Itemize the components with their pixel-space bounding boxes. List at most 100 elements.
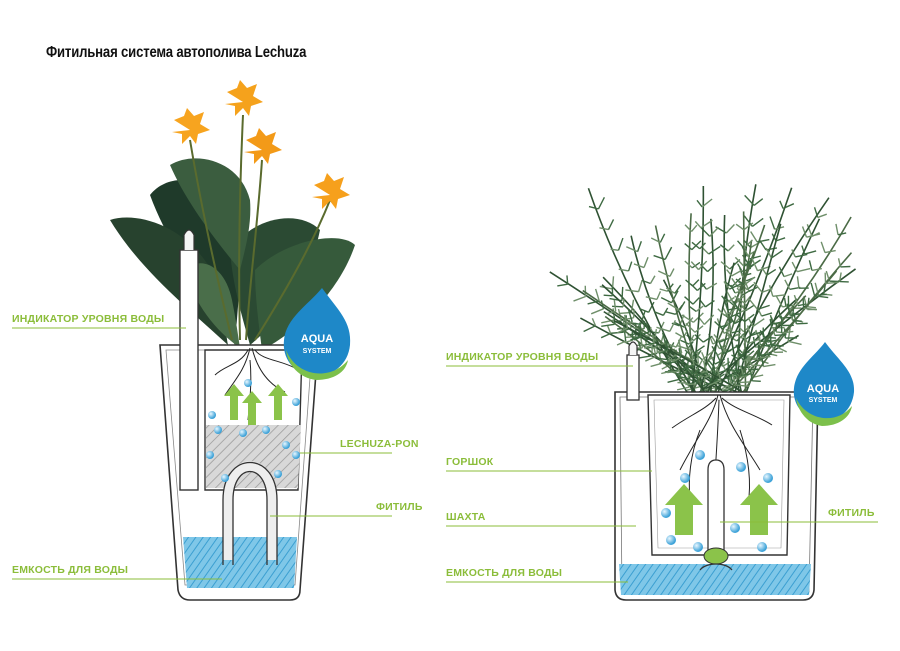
rosemary-needle (677, 381, 688, 384)
rosemary-needle (791, 249, 796, 258)
rosemary-needle (770, 344, 784, 347)
rosemary-needle (766, 343, 776, 347)
rosemary-needle (674, 284, 682, 294)
rosemary-needle (757, 308, 763, 317)
rosemary-needle (637, 325, 640, 334)
rosemary-needle (737, 381, 751, 384)
rosemary-needle (738, 351, 750, 357)
rosemary-needle (716, 368, 722, 381)
rosemary-needle (728, 369, 742, 372)
rosemary-needle (656, 291, 662, 300)
rosemary-needle (610, 248, 619, 251)
right-up-arrows (665, 484, 778, 535)
rosemary-needle (771, 233, 777, 242)
rosemary-needle (597, 197, 606, 210)
rosemary-needle (757, 344, 760, 356)
rosemary-needle (739, 365, 745, 376)
rosemary-needle (760, 266, 768, 276)
rosemary-needle (753, 198, 764, 206)
rosemary-needle (766, 268, 777, 276)
left-wick (222, 462, 278, 565)
rosemary-needle (625, 335, 636, 338)
rosemary-needle (694, 220, 702, 229)
rosemary-needle (837, 232, 847, 236)
rosemary-needle (801, 226, 808, 238)
rosemary-needle (588, 205, 599, 210)
rosemary-needle (817, 213, 828, 219)
rosemary-needle (665, 340, 669, 351)
rosemary-needle (672, 357, 682, 363)
rosemary-needle (594, 288, 600, 302)
rosemary-needle (772, 327, 776, 336)
rosemary-needle (705, 299, 715, 308)
rosemary-needle (793, 294, 799, 306)
rosemary-needle (759, 353, 772, 356)
rosemary-needle (725, 328, 732, 339)
rosemary-needle (659, 233, 666, 243)
rosemary-needle (736, 240, 745, 249)
rosemary-needle (694, 372, 708, 377)
rosemary-needle (746, 325, 752, 336)
rosemary-sprig (715, 197, 830, 396)
label-right-wick: ФИТИЛЬ (828, 507, 875, 519)
label-right-water-tank: ЕМКОСТЬ ДЛЯ ВОДЫ (446, 567, 563, 579)
rosemary-needle (790, 313, 800, 317)
rosemary-needle (765, 247, 773, 259)
rosemary-needle (617, 237, 624, 251)
rosemary-needle (740, 308, 749, 313)
rosemary-needle (751, 257, 759, 271)
rosemary-needle (835, 223, 839, 235)
rosemary-needle (622, 321, 633, 326)
rosemary-needle (806, 233, 821, 238)
left-water-indicator (179, 249, 199, 491)
rosemary-needle (651, 334, 655, 344)
rosemary-needle (732, 369, 740, 379)
label-left-water-tank: ЕМКОСТЬ ДЛЯ ВОДЫ (12, 564, 129, 576)
rosemary-needle (824, 249, 836, 254)
rosemary-needle (761, 287, 773, 293)
rosemary-needle (734, 256, 745, 267)
rosemary-needle (713, 365, 716, 375)
rosemary-needle (791, 261, 798, 272)
rosemary-needle (690, 283, 698, 292)
rosemary-needle (669, 319, 677, 332)
rosemary-needle (811, 267, 822, 272)
rosemary-needle (681, 364, 695, 371)
rosemary-needle (808, 260, 813, 271)
lechuza-pon-layer (206, 425, 301, 488)
label-left-water-indicator: ИНДИКАТОР УРОВНЯ ВОДЫ (12, 313, 165, 325)
rosemary-needle (675, 372, 687, 376)
rosemary-needle (729, 316, 735, 325)
rosemary-needle (752, 318, 765, 328)
rosemary-needle (674, 321, 685, 328)
rosemary-needle (656, 326, 671, 332)
rosemary-needle (644, 342, 655, 346)
label-right-shaft: ШАХТА (446, 511, 486, 523)
rosemary-needle (698, 317, 705, 325)
rosemary-needle (665, 287, 676, 294)
rosemary-needle (820, 241, 826, 253)
label-right-water-indicator: ИНДИКАТОР УРОВНЯ ВОДЫ (446, 351, 599, 363)
left-water-reservoir (183, 537, 297, 588)
rosemary-needle (747, 338, 760, 345)
right-roots (671, 394, 773, 506)
rosemary-needle (658, 349, 668, 355)
rosemary-needle (719, 337, 729, 343)
rosemary-needle (745, 357, 749, 366)
rosemary-foliage (549, 184, 857, 396)
rosemary-needle (702, 247, 710, 255)
rosemary-needle (713, 334, 721, 343)
aqua-system-badge-left: AQUA SYSTEM (283, 288, 351, 380)
rosemary-needle (703, 314, 715, 325)
rosemary-needle (714, 369, 726, 375)
rosemary-needle (677, 339, 683, 354)
rosemary-needle (630, 334, 642, 341)
rosemary-needle (639, 307, 649, 313)
rosemary-needle (606, 310, 616, 315)
rosemary-needle (654, 311, 664, 316)
rosemary-needle (726, 269, 733, 277)
rosemary-needle (684, 243, 693, 251)
rosemary-needle (720, 261, 731, 270)
rosemary-needle (651, 347, 654, 356)
